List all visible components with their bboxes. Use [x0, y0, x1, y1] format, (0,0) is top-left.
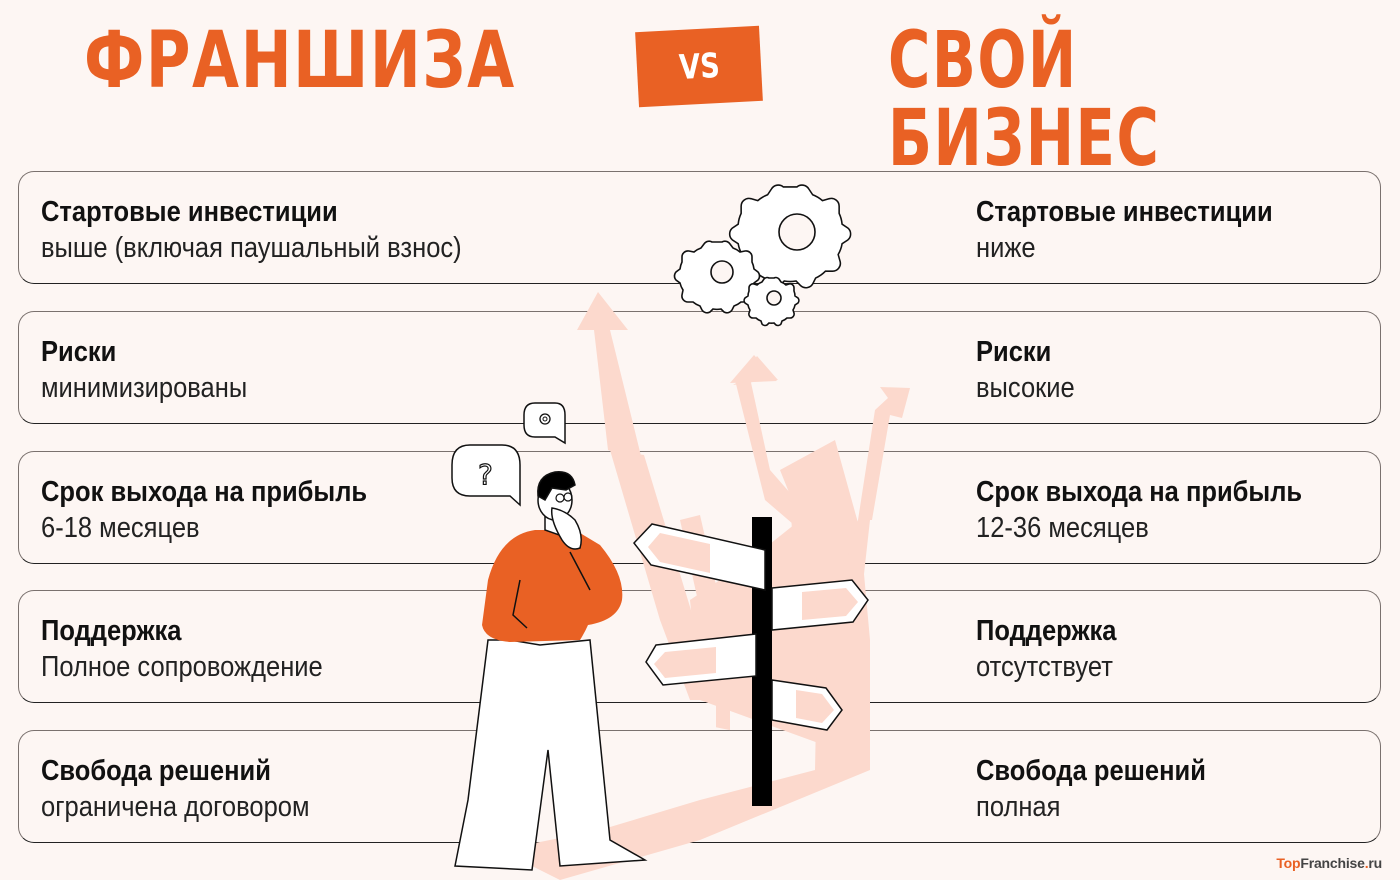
- own-business-value: высокие: [976, 372, 1075, 404]
- own-business-value: ниже: [976, 232, 1036, 264]
- franchise-cell: Стартовые инвестиции выше (включая пауша…: [41, 194, 519, 266]
- own-business-value: отсутствует: [976, 651, 1113, 683]
- own-business-value: 12-36 месяцев: [976, 512, 1149, 544]
- row-label: Стартовые инвестиции: [41, 196, 338, 228]
- franchise-cell: Риски минимизированы: [41, 334, 275, 406]
- row-label: Стартовые инвестиции: [976, 196, 1273, 228]
- own-business-cell: Срок выхода на прибыль 12-36 месяцев: [976, 474, 1347, 546]
- comparison-row-freedom: Свобода решений ограничена договором Сво…: [18, 730, 1381, 843]
- own-business-cell: Стартовые инвестиции ниже: [976, 194, 1313, 266]
- row-label: Поддержка: [41, 615, 182, 647]
- franchise-cell: Свобода решений ограничена договором: [41, 753, 346, 825]
- franchise-title: ФРАНШИЗА: [84, 16, 516, 106]
- franchise-value: Полное сопровождение: [41, 651, 323, 683]
- franchise-value: ограничена договором: [41, 791, 310, 823]
- comparison-row-risks: Риски минимизированы Риски высокие: [18, 311, 1381, 424]
- franchise-cell: Поддержка Полное сопровождение: [41, 613, 361, 685]
- row-label: Срок выхода на прибыль: [41, 476, 368, 508]
- franchise-value: 6-18 месяцев: [41, 512, 200, 544]
- own-business-cell: Риски высокие: [976, 334, 1088, 406]
- row-label: Риски: [41, 336, 117, 368]
- row-label: Срок выхода на прибыль: [976, 476, 1303, 508]
- own-business-cell: Поддержка отсутствует: [976, 613, 1136, 685]
- brand-logo[interactable]: TopFranchise.ru: [1276, 855, 1382, 871]
- comparison-row-payback: Срок выхода на прибыль 6-18 месяцев Срок…: [18, 451, 1381, 564]
- own-business-title: СВОЙ БИЗНЕС: [888, 16, 1161, 184]
- row-label: Свобода решений: [41, 755, 271, 787]
- franchise-value: выше (включая паушальный взнос): [41, 232, 462, 264]
- franchise-cell: Срок выхода на прибыль 6-18 месяцев: [41, 474, 412, 546]
- vs-badge: VS: [635, 25, 763, 108]
- vs-label: VS: [677, 45, 721, 88]
- own-business-value: полная: [976, 791, 1061, 823]
- row-label: Свобода решений: [976, 755, 1206, 787]
- comparison-row-support: Поддержка Полное сопровождение Поддержка…: [18, 590, 1381, 703]
- row-label: Поддержка: [976, 615, 1117, 647]
- own-business-cell: Свобода решений полная: [976, 753, 1237, 825]
- franchise-value: минимизированы: [41, 372, 248, 404]
- comparison-row-investments: Стартовые инвестиции выше (включая пауша…: [18, 171, 1381, 284]
- row-label: Риски: [976, 336, 1052, 368]
